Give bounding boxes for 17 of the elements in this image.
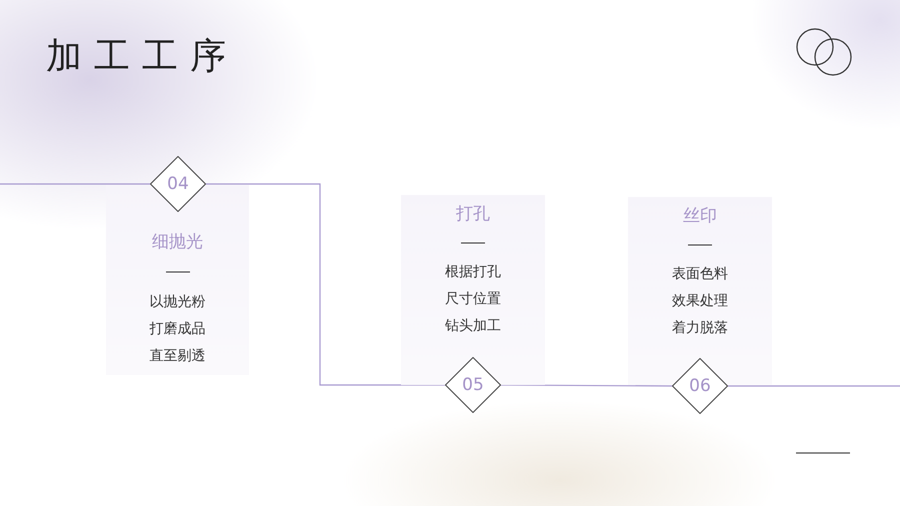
connector-line [0, 183, 150, 185]
step-number: 05 [461, 374, 485, 397]
title: 加工工序 [46, 35, 238, 79]
step-description: 表面色料效果处理着力脱落 [672, 265, 728, 338]
step-number-diamond [150, 156, 206, 212]
connector-line [501, 384, 672, 387]
step-description: 根据打孔尺寸位置钻头加工 [444, 263, 502, 336]
step-heading: 丝印 [682, 205, 718, 227]
step-number: 06 [688, 375, 712, 398]
step-number: 04 [166, 173, 190, 196]
connector-line [728, 385, 900, 387]
step-heading: 打孔 [455, 203, 491, 225]
step-heading: 细抛光 [151, 231, 204, 253]
step-number-diamond [672, 358, 728, 414]
connector-line [206, 183, 445, 386]
step-description: 以抛光粉打磨成品直至剔透 [149, 293, 206, 366]
step-number-diamond [445, 357, 501, 413]
